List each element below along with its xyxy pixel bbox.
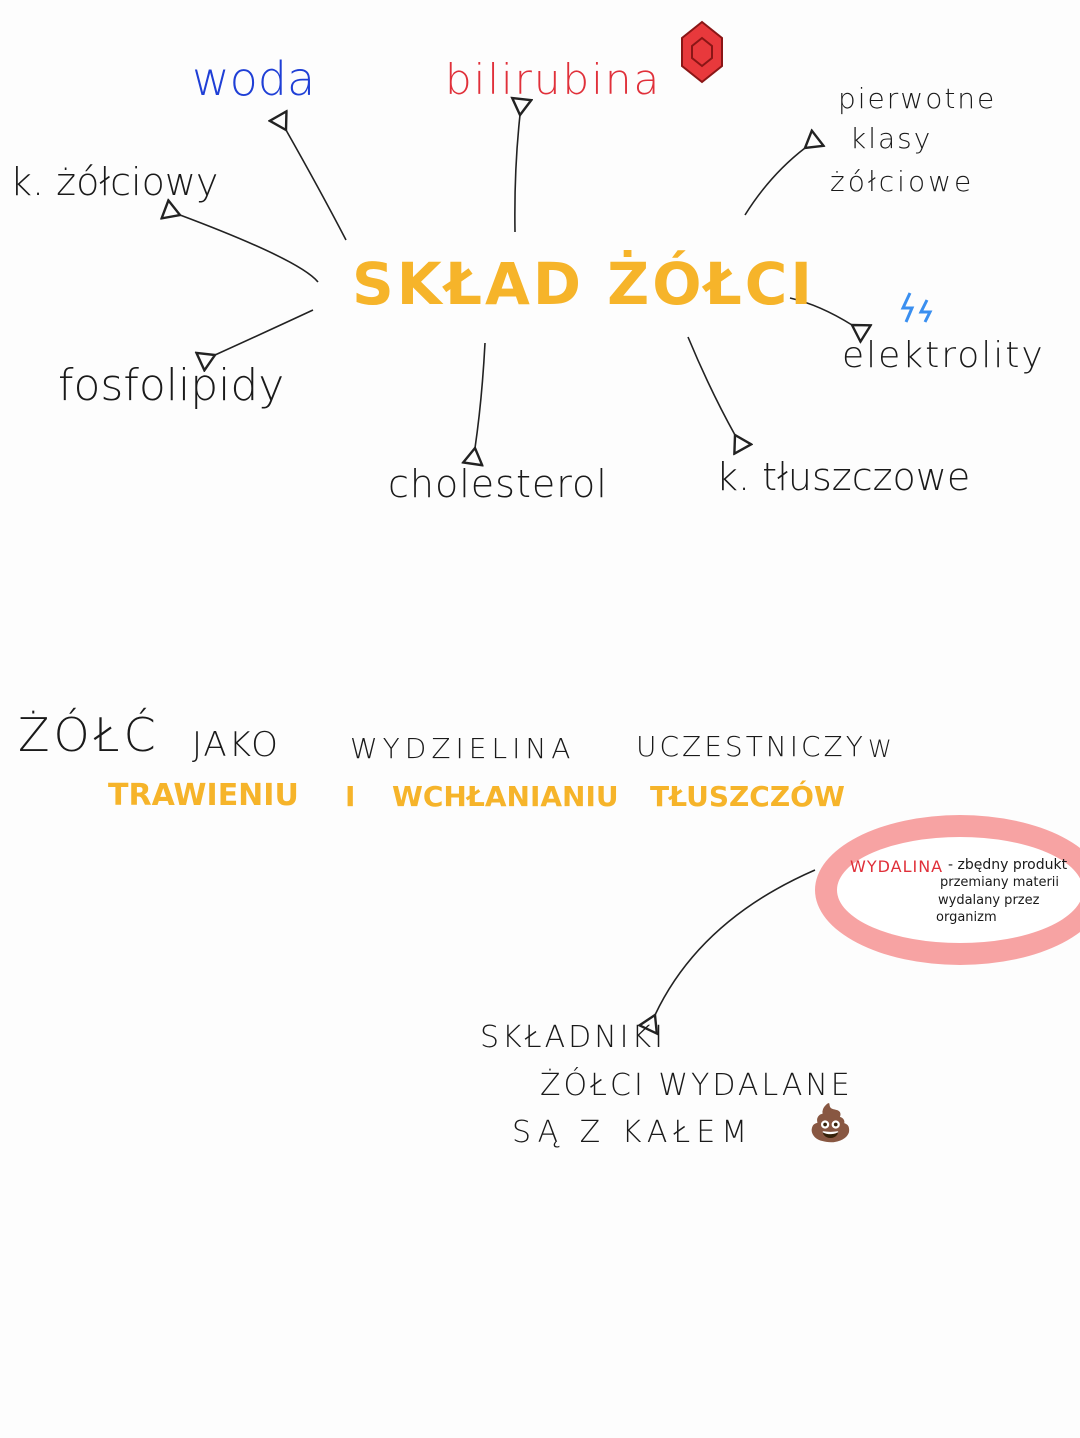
definition-term: WYDALINA	[850, 857, 944, 876]
lightning-icon	[900, 292, 933, 323]
word: TRAWIENIU	[108, 778, 299, 813]
definition-line: - zbędny produkt	[948, 857, 1068, 873]
node-kwasy-tluszczowe: k. tłuszczowe	[716, 455, 971, 499]
arrow-kwasy-zolciowe	[180, 215, 319, 283]
word: UCZESTNICZY	[636, 730, 866, 763]
word: WYDZIELINA	[350, 732, 576, 765]
node-kwasy-zolciowe: k. żółciowy	[10, 160, 219, 204]
conclusion-line3: SĄ Z KAŁEM	[512, 1115, 754, 1150]
gem-icon	[681, 20, 723, 84]
node-bilirubina: bilirubina	[445, 55, 662, 104]
word: W	[868, 735, 892, 763]
poop-emoji-icon: 💩	[808, 1103, 853, 1144]
arrow-elektrolity	[789, 297, 852, 325]
node-elektrolity: elektrolity	[842, 335, 1045, 376]
arrow-kwasy-tluszczowe	[687, 336, 735, 435]
word: WCHŁANIANIU	[392, 780, 619, 813]
word: ŻÓŁĆ	[18, 708, 160, 762]
node-pierwotne-line2: klasy	[850, 122, 933, 155]
definition-bubble	[815, 815, 1080, 965]
word: I	[345, 780, 356, 813]
word: JAKO	[192, 725, 280, 765]
arrow-cholesterol	[475, 342, 486, 448]
conclusion-line2: ŻÓŁCI WYDALANE	[540, 1068, 853, 1103]
arrow-wydalina	[655, 869, 816, 1015]
definition-line: organizm	[936, 910, 997, 925]
conclusion-line1: SKŁADNIKI	[480, 1020, 667, 1055]
definition-line: wydalany przez	[938, 893, 1040, 908]
word: TŁUSZCZÓW	[650, 780, 845, 813]
node-cholesterol: cholesterol	[388, 462, 608, 506]
node-woda: woda	[192, 52, 316, 106]
arrow-pierwotne	[744, 148, 805, 216]
node-pierwotne-line3: żółciowe	[830, 165, 975, 198]
node-fosfolipidy: fosfolipidy	[58, 360, 285, 411]
node-pierwotne-line1: pierwotne	[838, 82, 997, 115]
arrow-bilirubina	[515, 115, 520, 233]
definition-line: przemiany materii	[940, 875, 1060, 890]
center-title: SKŁAD ŻÓŁCI	[352, 250, 815, 318]
arrow-fosfolipidy	[215, 309, 314, 355]
arrow-woda	[286, 130, 347, 241]
